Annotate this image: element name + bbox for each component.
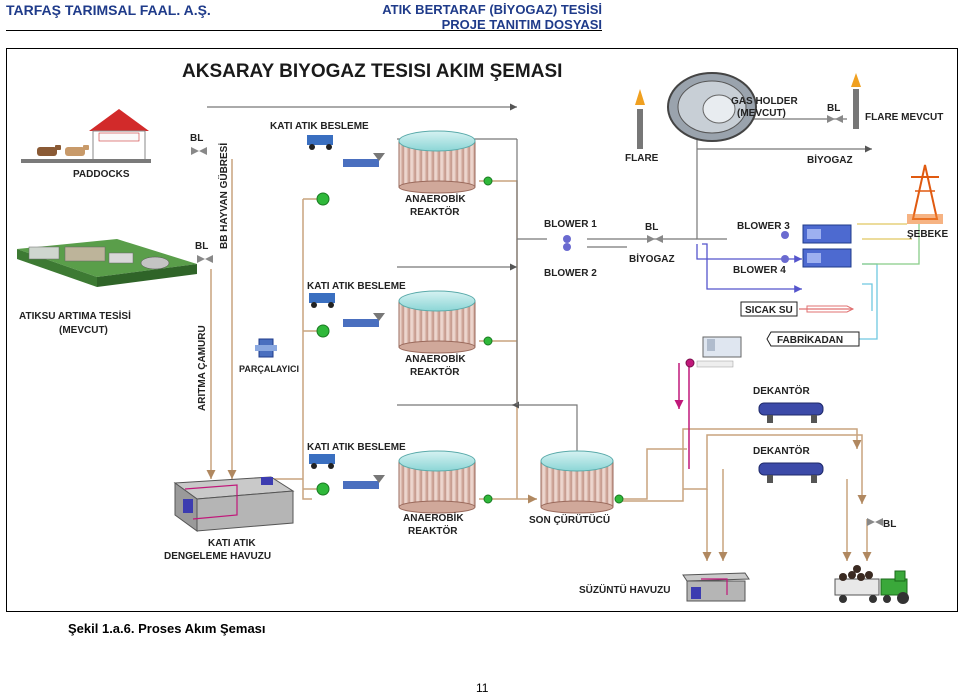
- anaerobik-label-3: ANAEROBİK: [403, 511, 464, 524]
- reaktor-label-3: REAKTÖR: [408, 524, 458, 537]
- header-rule: [6, 30, 602, 31]
- biogas-lines: [207, 103, 872, 454]
- document-title: ATIK BERTARAF (BİYOGAZ) TESİSİ PROJE TAN…: [382, 2, 602, 32]
- anaerobik-label-1: ANAEROBİK: [405, 192, 466, 205]
- pump-7: [614, 494, 624, 504]
- kati-atik-besleme-label-3: KATI ATIK BESLEME: [307, 442, 406, 453]
- process-flow-diagram: AKSARAY BIYOGAZ TESISI AKIM ŞEMASI: [17, 61, 948, 604]
- svg-text:BL: BL: [883, 519, 896, 530]
- paddocks-label: PADDOCKS: [73, 169, 130, 180]
- flow-diagram-frame: AKSARAY BIYOGAZ TESISI AKIM ŞEMASI: [6, 48, 958, 612]
- svg-text:BL: BL: [645, 222, 658, 233]
- bl-valve-bottom: BL: [867, 518, 896, 530]
- feeder-3: KATI ATIK BESLEME: [307, 442, 406, 489]
- svg-text:SICAK SU: SICAK SU: [745, 305, 793, 316]
- pumps: [316, 176, 695, 504]
- power-lines: [857, 223, 920, 340]
- suzuntu-havuzu-label: SÜZÜNTÜ HAVUZU: [579, 583, 670, 596]
- svg-text:BLOWER 1: BLOWER 1: [544, 219, 597, 230]
- svg-text:DEKANTÖR: DEKANTÖR: [753, 384, 810, 397]
- flare-label: FLARE: [625, 153, 659, 164]
- bl-valve-top: BL: [190, 133, 207, 155]
- reaktor-label-1: REAKTÖR: [410, 205, 460, 218]
- wastewater-treatment-plant: [17, 239, 197, 287]
- company-name: TARFAŞ TARIMSAL FAAL. A.Ş.: [6, 2, 211, 18]
- sludge-lines: [206, 159, 872, 561]
- blower-4: BLOWER 4: [733, 255, 789, 276]
- anaerobik-label-2: ANAEROBİK: [405, 352, 466, 365]
- generator-1: [802, 224, 852, 244]
- bl-valve-left: BL: [195, 241, 213, 263]
- pump-5: [483, 336, 493, 346]
- svg-text:BLOWER 4: BLOWER 4: [733, 265, 786, 276]
- reaktor-label-2: REAKTÖR: [410, 365, 460, 378]
- svg-text:FABRİKADAN: FABRİKADAN: [777, 333, 843, 346]
- gas-holder-icon: [667, 72, 757, 142]
- feeder-2: KATI ATIK BESLEME: [307, 281, 406, 327]
- fabrikadan-arrow: FABRİKADAN: [766, 331, 860, 347]
- power-grid-tower-icon: [907, 164, 943, 224]
- svg-text:BLOWER 3: BLOWER 3: [737, 221, 790, 232]
- kati-atik-besleme-label-1: KATI ATIK BESLEME: [270, 121, 369, 132]
- dengeleme-havuzu-label: DENGELEME HAVUZU: [164, 551, 271, 562]
- water-heater-unit: [696, 336, 742, 368]
- gas-holder-label-1: GAS HOLDER: [731, 96, 798, 107]
- aritma-camuru-label: ARITMA ÇAMURU: [197, 325, 208, 411]
- decanter-2: DEKANTÖR: [753, 444, 824, 483]
- blower-1: BLOWER 1: [544, 219, 597, 243]
- generator-2: [802, 248, 852, 268]
- pump-3: [316, 482, 330, 496]
- atiksu-label-2: (MEVCUT): [59, 325, 108, 336]
- document-title-line2: PROJE TANITIM DOSYASI: [441, 17, 602, 32]
- diagram-title: AKSARAY BIYOGAZ TESISI AKIM ŞEMASI: [182, 61, 562, 82]
- tractor-trailer-icon: [834, 565, 909, 604]
- svg-text:BL: BL: [195, 241, 208, 252]
- flare-icon: [635, 89, 645, 149]
- blower-2: BLOWER 2: [544, 243, 597, 279]
- figure-caption: Şekil 1.a.6. Proses Akım Şeması: [68, 621, 266, 636]
- kati-atik-besleme-label-2: KATI ATIK BESLEME: [307, 281, 406, 292]
- svg-text:BL: BL: [190, 133, 203, 144]
- flare-mevcut-label: FLARE MEVCUT: [865, 112, 943, 123]
- feeder-1: KATI ATIK BESLEME: [270, 121, 385, 167]
- bl-valve-biyogaz: BL: [645, 222, 663, 243]
- gas-to-generator-lines: [696, 243, 802, 293]
- biyogaz-label-right: BİYOGAZ: [807, 153, 853, 166]
- decanter-1: DEKANTÖR: [753, 384, 824, 423]
- shredder-icon: [255, 338, 277, 358]
- sicak-su-box: SICAK SU: [740, 301, 855, 317]
- svg-text:BLOWER 2: BLOWER 2: [544, 268, 597, 279]
- pump-1: [316, 192, 330, 206]
- recirculation-line: [674, 363, 690, 469]
- pump-6: [483, 494, 493, 504]
- blower-3: BLOWER 3: [737, 221, 790, 239]
- flare-mevcut-icon: [851, 73, 861, 129]
- anaerobic-reactor-3: [398, 450, 476, 514]
- anaerobic-reactor-2: [398, 290, 476, 354]
- svg-text:DEKANTÖR: DEKANTÖR: [753, 444, 810, 457]
- atiksu-label-1: ATIKSU ARTIMA TESİSİ: [19, 309, 131, 322]
- anaerobic-reactor-1: [398, 130, 476, 194]
- cow-icon: [37, 145, 89, 156]
- son-curutucu-label: SON ÇÜRÜTÜCÜ: [529, 513, 610, 526]
- pump-2: [316, 324, 330, 338]
- pump-8: [685, 358, 695, 368]
- kati-atik-label: KATI ATIK: [208, 538, 256, 549]
- filtrate-pit: [682, 572, 750, 602]
- balancing-tank: [173, 476, 295, 532]
- post-digester: [540, 450, 614, 514]
- paddocks-barn: [21, 109, 151, 163]
- svg-text:BL: BL: [827, 103, 840, 114]
- bb-hayvan-gubresi-label: BB HAYVAN GÜBRESİ: [217, 143, 230, 249]
- bl-valve-flare: BL: [827, 103, 843, 123]
- parcalayici-label: PARÇALAYICI: [239, 364, 299, 374]
- sebeke-label: ŞEBEKE: [907, 229, 948, 240]
- pump-4: [483, 176, 493, 186]
- biyogaz-label-center: BİYOGAZ: [629, 252, 675, 265]
- gas-holder-label-2: (MEVCUT): [737, 108, 786, 119]
- page-number: 11: [476, 681, 489, 695]
- document-title-line1: ATIK BERTARAF (BİYOGAZ) TESİSİ: [382, 2, 602, 17]
